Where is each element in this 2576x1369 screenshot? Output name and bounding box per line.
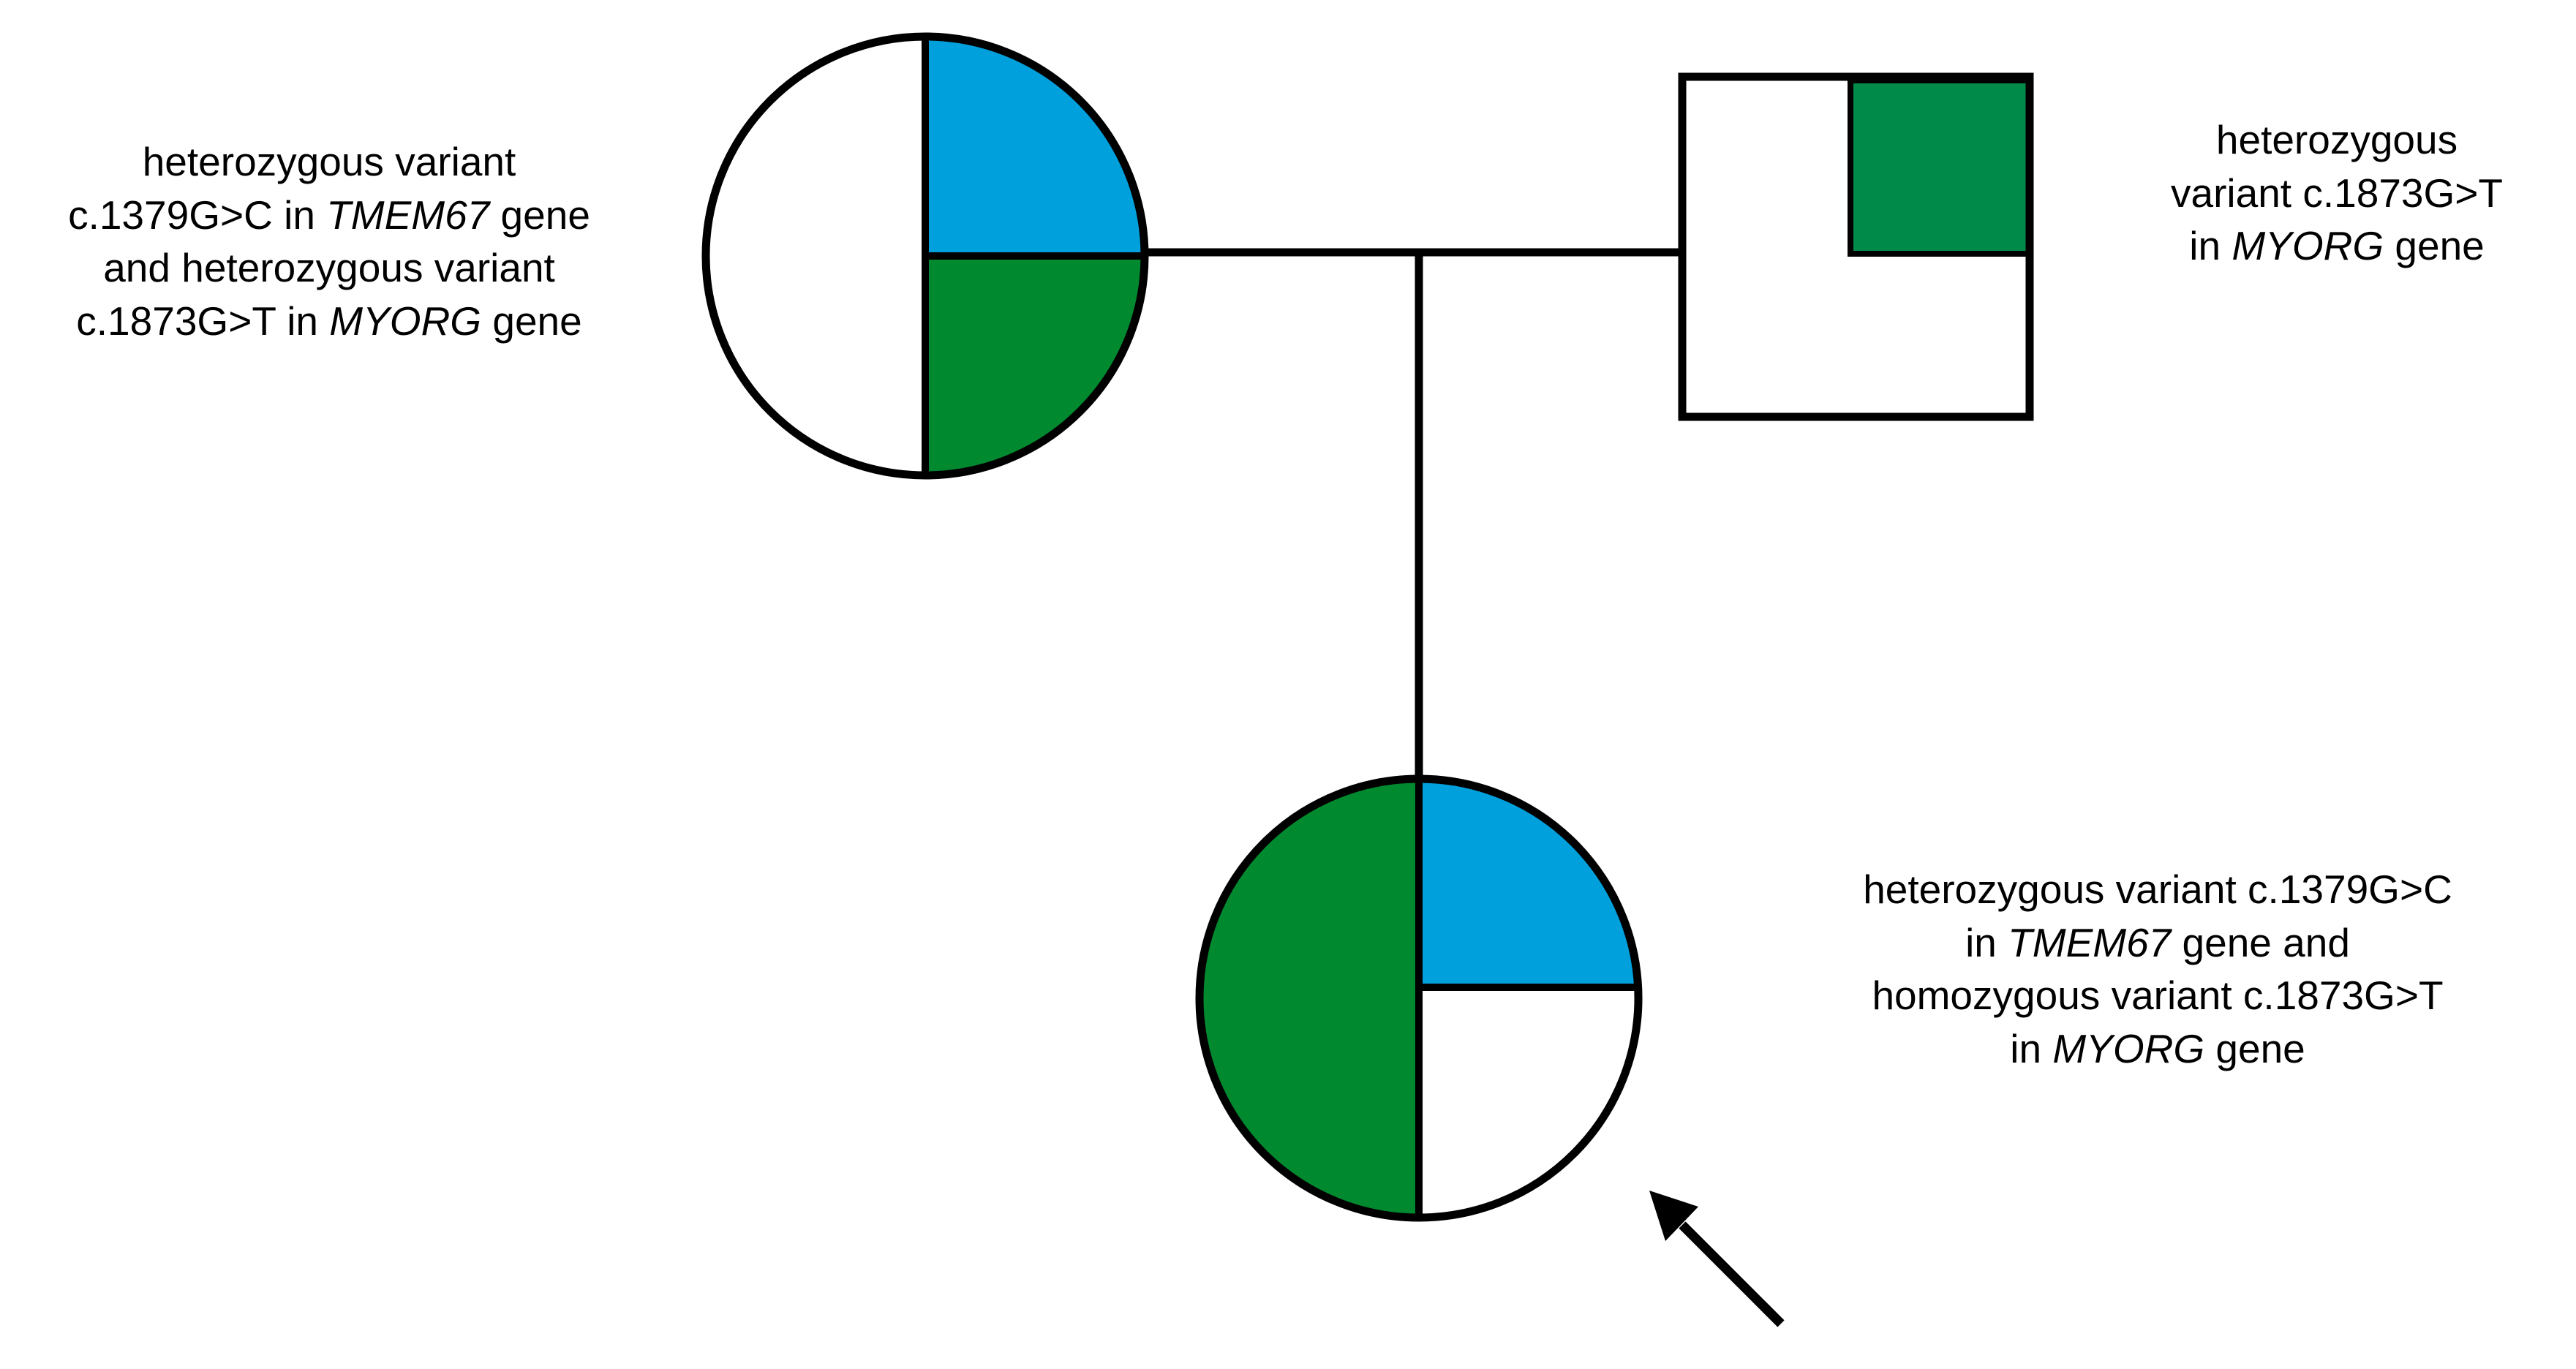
mother-myorg-quadrant (925, 256, 1145, 475)
label-line: variant c.1873G>T (2171, 170, 2503, 216)
father-symbol (1678, 72, 2034, 421)
proband-genotype-label: heterozygous variant c.1379G>C in TMEM67 … (1755, 863, 2560, 1075)
proband-symbol (1195, 774, 1643, 1222)
proband-myorg-half (1200, 779, 1419, 1218)
gene-name: TMEM67 (2008, 919, 2172, 965)
proband-circle-outline (1195, 774, 1643, 1222)
gene-name: MYORG (329, 298, 482, 344)
label-line: heterozygous variant c.1379G>C (1863, 867, 2452, 912)
label-line: in TMEM67 gene and (1965, 919, 2350, 965)
proband-arrow-shaft (1679, 1221, 1785, 1327)
father-genotype-label: heterozygous variant c.1873G>T in MYORG ge… (2106, 113, 2567, 273)
proband-arrow-head (1649, 1191, 1698, 1241)
label-line: heterozygous variant (142, 139, 516, 184)
gene-name: MYORG (2052, 1025, 2205, 1071)
label-line: c.1873G>T in MYORG gene (76, 298, 582, 344)
proband-arrow (1649, 1191, 1785, 1327)
proband-tmem67-quadrant (1419, 779, 1638, 987)
label-line: heterozygous (2215, 117, 2458, 162)
label-line: c.1379G>C in TMEM67 gene (68, 192, 590, 238)
gene-name: TMEM67 (326, 192, 490, 238)
mother-genotype-label: heterozygous variant c.1379G>C in TMEM67 … (15, 135, 644, 347)
label-line: homozygous variant c.1873G>T (1872, 973, 2444, 1019)
father-square-outline (1678, 72, 2034, 421)
mother-tmem67-quadrant (925, 37, 1145, 256)
father-myorg-quadrant (1850, 80, 2030, 254)
label-line: and heterozygous variant (103, 245, 555, 291)
gene-name: MYORG (2232, 223, 2384, 269)
label-line: in MYORG gene (2010, 1025, 2305, 1071)
label-line: in MYORG gene (2189, 223, 2485, 269)
mother-circle-outline (701, 32, 1149, 480)
mother-symbol (701, 32, 1149, 480)
